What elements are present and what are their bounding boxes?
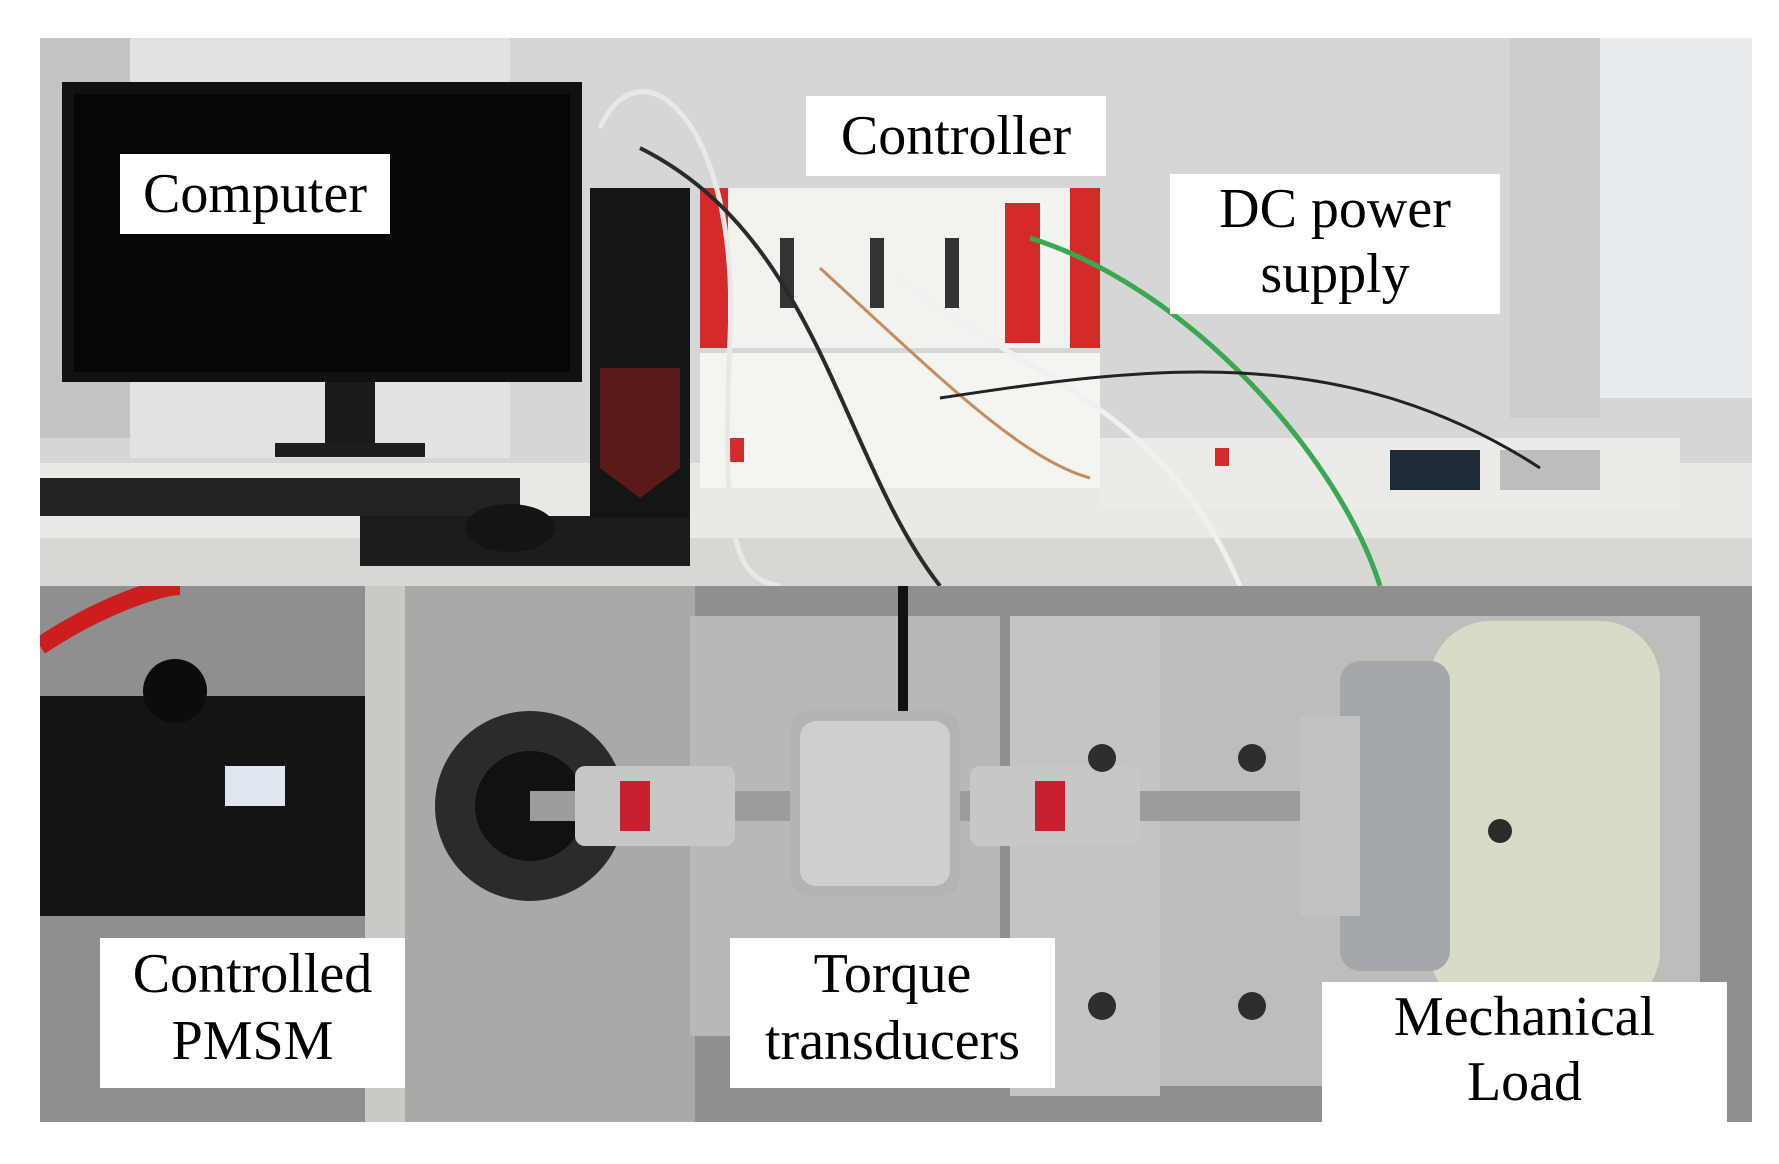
torque-transducer (790, 586, 960, 896)
mechanical-load (1300, 621, 1660, 1011)
controller-rack (700, 188, 1100, 488)
controller-label: Controller (806, 96, 1106, 176)
torque-transducers-label: Torque transducers (730, 938, 1055, 1088)
pmsm-motor (40, 659, 365, 916)
mechanical-load-label: Mechanical Load (1322, 982, 1727, 1122)
controlled-pmsm-label: Controlled PMSM (100, 938, 405, 1088)
test-bench-photo: Controlled PMSM Torque transducers Mecha… (40, 586, 1752, 1122)
dc-power-line-2: supply (1260, 243, 1410, 305)
pc-tower (590, 188, 690, 518)
keyboard (40, 478, 520, 516)
coupling-left (575, 766, 735, 846)
torque-line-1: Torque (813, 943, 972, 1005)
load-line-2: Load (1466, 1051, 1583, 1113)
computer-label: Computer (120, 154, 390, 234)
pmsm-line-2: PMSM (171, 1010, 334, 1072)
bench-photo: Computer Controller DC power supply (40, 38, 1752, 586)
pmsm-line-1: Controlled (132, 943, 373, 1005)
dc-power-supply (1100, 438, 1680, 508)
mouse (465, 504, 555, 552)
load-line-1: Mechanical (1393, 986, 1656, 1048)
dc-power-line-1: DC power (1219, 178, 1451, 240)
torque-line-2: transducers (764, 1010, 1020, 1072)
dc-power-supply-label: DC power supply (1170, 174, 1500, 314)
